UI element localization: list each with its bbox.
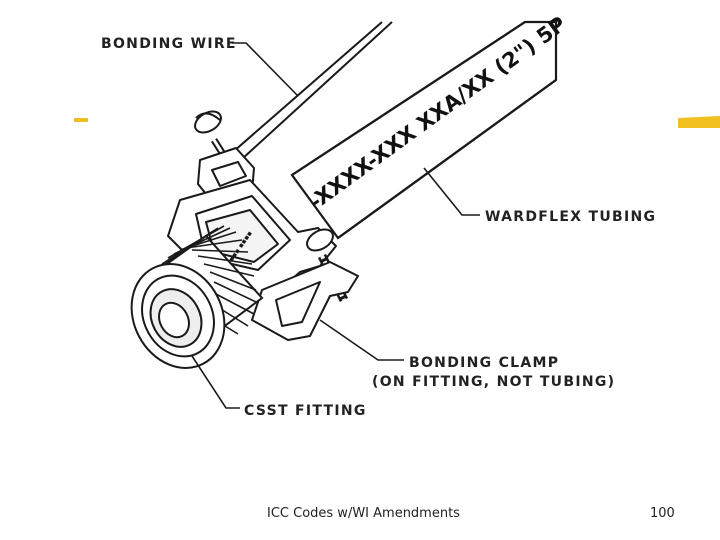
wardflex-tubing: -XXXX-XXX XXA/XX (2") 5P — [290, 12, 571, 240]
fitting-threads — [155, 225, 257, 335]
accent-bar-right — [678, 116, 720, 128]
label-csst-fitting: CSST FITTING — [244, 403, 367, 419]
csst-fitting — [130, 225, 264, 369]
accent-bar-left — [74, 118, 88, 122]
page-number: 100 — [650, 506, 675, 521]
label-bonding-clamp: BONDING CLAMP — [409, 355, 559, 371]
bonding-clamp: ▪▪▪ ▪▪▪▪ — [167, 110, 359, 341]
leader-bonding-clamp — [319, 319, 404, 361]
leader-bonding-wire — [232, 42, 299, 97]
leader-wardflex-tubing — [423, 167, 480, 216]
bonding-wire — [217, 21, 393, 171]
footer-title: ICC Codes w/WI Amendments — [267, 506, 460, 521]
label-bonding-wire: BONDING WIRE — [101, 36, 237, 52]
leader-lines — [191, 42, 480, 409]
label-wardflex-tubing: WARDFLEX TUBING — [485, 209, 656, 225]
label-bonding-clamp-note: (ON FITTING, NOT TUBING) — [372, 374, 615, 390]
leader-csst-fitting — [191, 355, 240, 409]
